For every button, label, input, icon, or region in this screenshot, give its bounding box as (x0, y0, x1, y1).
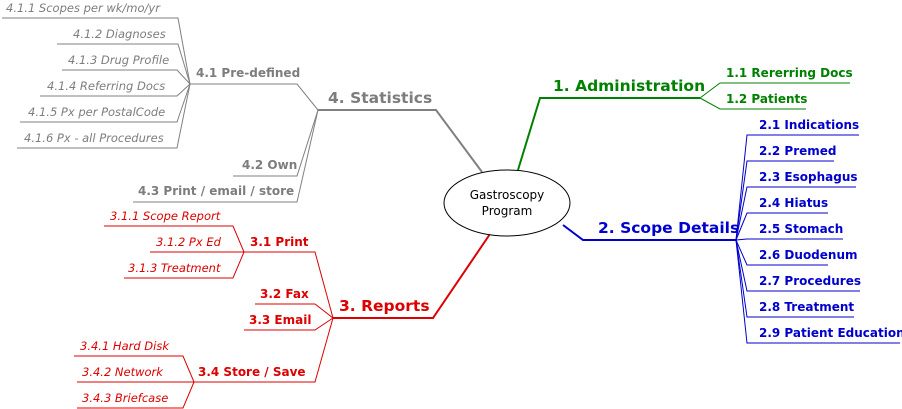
connector-2-6 (735, 239, 828, 266)
node-3-1-print[interactable]: 3.1 Print (250, 235, 309, 249)
node-1-2[interactable]: 1.2 Patients (726, 92, 808, 106)
connector-own (233, 109, 319, 177)
branch-statistics-title[interactable]: 4. Statistics (328, 89, 433, 107)
connector-3-1-1 (104, 225, 245, 253)
center-node[interactable]: Gastroscopy Program (445, 187, 569, 219)
center-node-ellipse (443, 169, 571, 237)
node-2-9[interactable]: 2.9 Patient Education (759, 326, 902, 340)
connector-2-2 (735, 160, 834, 241)
node-3-3-email[interactable]: 3.3 Email (249, 313, 312, 327)
connector-1-1 (699, 82, 850, 99)
connector-3-3 (244, 317, 334, 331)
node-3-4-1[interactable]: 3.4.1 Hard Disk (80, 339, 169, 353)
node-3-1-3[interactable]: 3.1.3 Treatment (128, 261, 221, 275)
connector-4-1-1 (2, 17, 191, 85)
node-4-1-6[interactable]: 4.1.6 Px - all Procedures (24, 131, 164, 145)
node-3-4-2[interactable]: 3.4.2 Network (82, 365, 163, 379)
connector-2-9 (735, 239, 900, 344)
connector-3-2 (255, 303, 334, 319)
branch-scope-details-title[interactable]: 2. Scope Details (598, 219, 740, 237)
node-4-1-3[interactable]: 4.1.3 Drug Profile (68, 53, 170, 67)
connector-2-8 (735, 239, 854, 318)
node-3-1-2[interactable]: 3.1.2 Px Ed (156, 235, 221, 249)
connector-stat-print (133, 109, 319, 203)
node-4-3-print[interactable]: 4.3 Print / email / store (138, 184, 295, 198)
node-1-1[interactable]: 1.1 Rererring Docs (726, 66, 853, 80)
connector-statistics-main (318, 109, 483, 173)
node-2-1[interactable]: 2.1 Indications (759, 118, 860, 132)
center-node-line2: Program (481, 204, 533, 218)
node-2-3[interactable]: 2.3 Esophagus (759, 170, 858, 184)
node-2-7[interactable]: 2.7 Procedures (759, 274, 861, 288)
connector-4-1-5 (20, 83, 191, 123)
node-2-6[interactable]: 2.6 Duodenum (759, 248, 858, 262)
node-4-1-1[interactable]: 4.1.1 Scopes per wk/mo/yr (6, 1, 160, 15)
connector-administration-main (517, 97, 700, 171)
connector-2-5 (735, 238, 843, 241)
node-2-4[interactable]: 2.4 Hiatus (759, 196, 829, 210)
connector-1-2 (699, 97, 806, 110)
connector-2-7 (735, 239, 860, 292)
node-4-2-own[interactable]: 4.2 Own (242, 158, 298, 172)
connector-3-4-3 (77, 381, 195, 409)
connector-3-4 (194, 317, 334, 383)
connector-2-1 (735, 134, 859, 241)
branch-administration-title[interactable]: 1. Administration (553, 77, 706, 95)
connector-3-4-1 (74, 355, 195, 383)
connector-3-1 (244, 251, 334, 319)
center-node-line1: Gastroscopy (469, 188, 545, 202)
connector-3-1-3 (124, 251, 245, 279)
node-4-1-4[interactable]: 4.1.4 Referring Docs (47, 79, 166, 93)
connector-predefined (190, 83, 319, 111)
node-4-1-5[interactable]: 4.1.5 Px per PostalCode (28, 105, 166, 119)
node-2-2[interactable]: 2.2 Premed (759, 144, 837, 158)
connector-4-1-3 (62, 69, 191, 85)
node-3-4-3[interactable]: 3.4.3 Briefcase (82, 391, 169, 405)
node-2-8[interactable]: 2.8 Treatment (759, 300, 855, 314)
branch-reports-title[interactable]: 3. Reports (339, 297, 430, 315)
node-3-4-store[interactable]: 3.4 Store / Save (198, 365, 306, 379)
connector-4-1-4 (40, 83, 191, 97)
connector-reports-main (333, 233, 491, 319)
connector-4-1-6 (17, 83, 191, 149)
connector-2-4 (735, 212, 828, 241)
node-3-1-1[interactable]: 3.1.1 Scope Report (110, 209, 221, 223)
node-3-2-fax[interactable]: 3.2 Fax (260, 287, 309, 301)
connector-2-3 (735, 186, 856, 241)
connector-4-1-2 (57, 43, 191, 85)
node-4-1-2[interactable]: 4.1.2 Diagnoses (73, 27, 166, 41)
node-4-1-predefined[interactable]: 4.1 Pre-defined (196, 66, 301, 80)
node-2-5[interactable]: 2.5 Stomach (759, 222, 844, 236)
connector-scope-main (562, 224, 736, 241)
